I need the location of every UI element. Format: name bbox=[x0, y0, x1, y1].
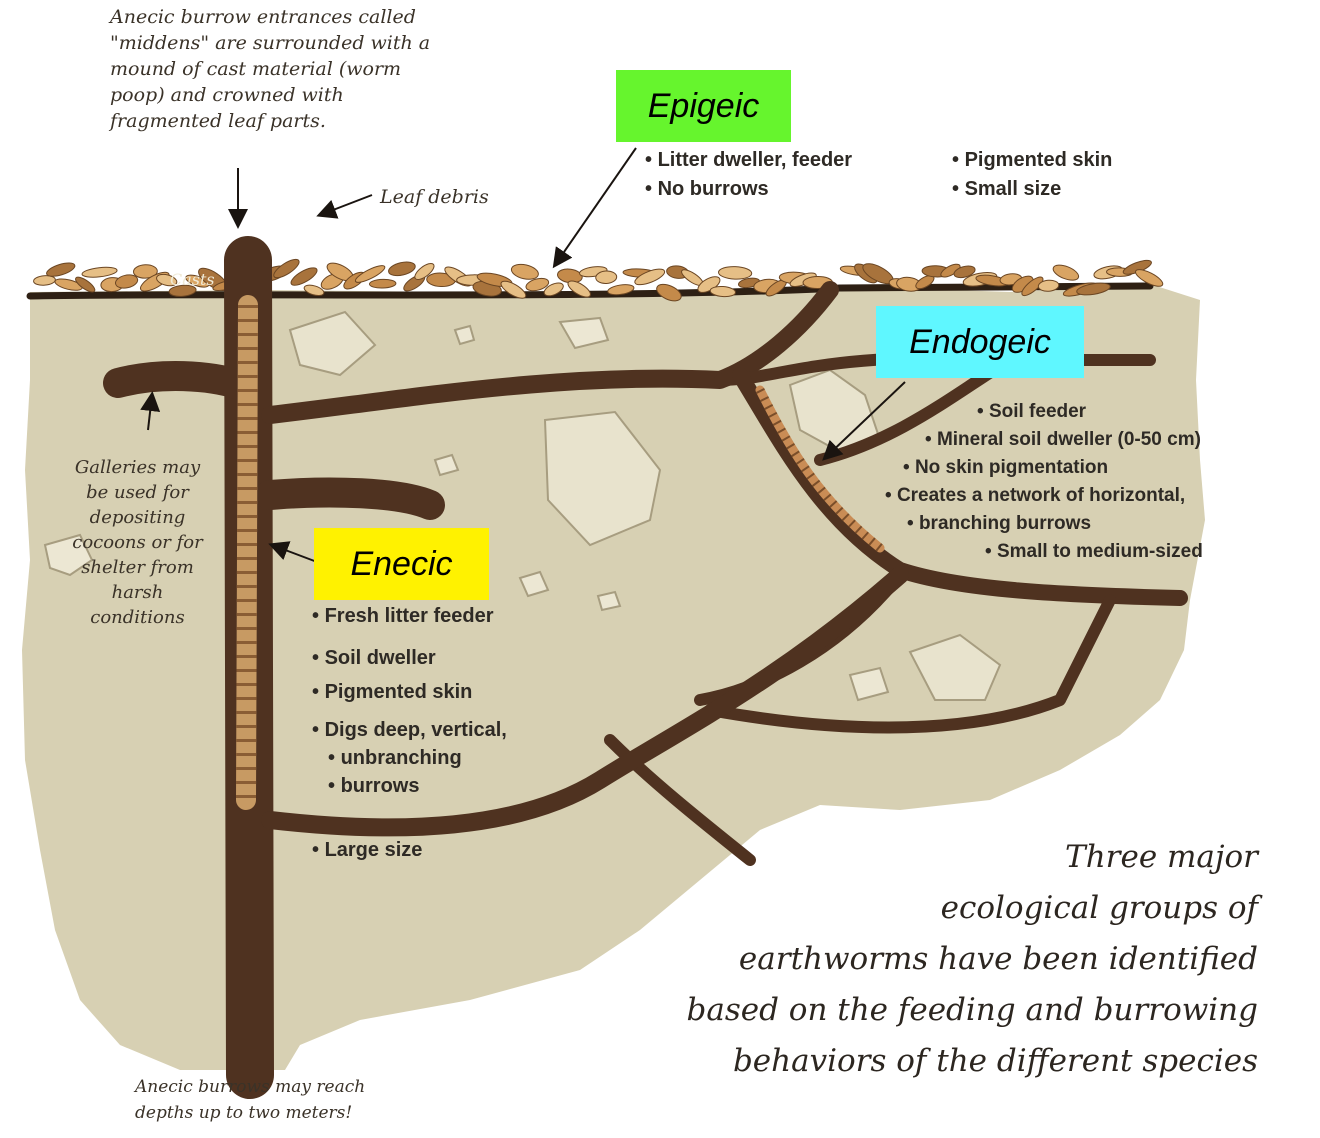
epigeic-traits-col1: Litter dweller, feeder No burrows bbox=[645, 146, 852, 204]
midden-line: "middens" are surrounded with a bbox=[110, 30, 530, 56]
leaf-fragment bbox=[718, 266, 752, 280]
anecic-trait-text: burrows bbox=[341, 775, 420, 797]
anecic-label: Enecic bbox=[314, 528, 489, 600]
depth-note: Anecic burrows may reach depths up to tw… bbox=[135, 1074, 365, 1126]
caption-line: Three major bbox=[687, 832, 1259, 883]
galleries-note: Galleries may be used for depositing coc… bbox=[40, 455, 235, 630]
endogeic-trait: Mineral soil dweller (0-50 cm) bbox=[885, 426, 1203, 454]
anecic-trait-text: unbranching bbox=[341, 747, 462, 769]
leaf-fragment bbox=[369, 279, 396, 288]
epigeic-trait: Pigmented skin bbox=[952, 146, 1112, 175]
galleries-line: cocoons or for bbox=[40, 530, 235, 555]
leaf-fragment bbox=[45, 260, 76, 279]
epigeic-label: Epigeic bbox=[616, 70, 791, 142]
leaf-fragment bbox=[1051, 262, 1080, 283]
midden-line: fragmented leaf parts. bbox=[110, 108, 530, 134]
leaf-fragment bbox=[387, 260, 416, 278]
midden-line: Anecic burrow entrances called bbox=[110, 4, 530, 30]
leaf-fragment bbox=[510, 262, 540, 282]
anecic-trait: Fresh litter feeder bbox=[312, 602, 507, 630]
anecic-traits: Fresh litter feeder Soil dweller Pigment… bbox=[312, 602, 507, 864]
depth-line: Anecic burrows may reach bbox=[135, 1074, 365, 1100]
galleries-line: harsh bbox=[40, 580, 235, 605]
anecic-trait: Soil dweller bbox=[312, 644, 507, 672]
midden-note: Anecic burrow entrances called "middens"… bbox=[110, 4, 530, 134]
midden-line: mound of cast material (worm bbox=[110, 56, 530, 82]
epigeic-trait: Litter dweller, feeder bbox=[645, 146, 852, 175]
caption-line: ecological groups of bbox=[687, 883, 1259, 934]
endogeic-trait: No skin pigmentation bbox=[885, 454, 1203, 482]
galleries-line: depositing bbox=[40, 505, 235, 530]
casts-label: Casts bbox=[170, 270, 215, 289]
leaf-debris-label: Leaf debris bbox=[380, 184, 489, 210]
endogeic-trait-text: branching burrows bbox=[919, 513, 1091, 534]
leaf-fragment bbox=[81, 266, 117, 279]
galleries-line: shelter from bbox=[40, 555, 235, 580]
endogeic-trait: Small to medium-sized bbox=[885, 538, 1203, 566]
galleries-line: Galleries may bbox=[40, 455, 235, 480]
caption-line: earthworms have been identified bbox=[687, 934, 1259, 985]
anecic-trait-continued: burrows bbox=[312, 772, 507, 800]
endogeic-label: Endogeic bbox=[876, 306, 1084, 378]
anecic-trait: Pigmented skin bbox=[312, 678, 507, 706]
depth-line: depths up to two meters! bbox=[135, 1100, 365, 1126]
caption-line: behaviors of the different species bbox=[687, 1036, 1259, 1087]
endogeic-trait: Creates a network of horizontal, bbox=[885, 482, 1203, 510]
galleries-line: conditions bbox=[40, 605, 235, 630]
epigeic-traits-col2: Pigmented skin Small size bbox=[952, 146, 1112, 204]
anecic-trait-continued: unbranching bbox=[312, 744, 507, 772]
endogeic-trait-continued: branching burrows bbox=[885, 510, 1203, 538]
anecic-trait: Large size bbox=[312, 836, 507, 864]
endogeic-trait: Soil feeder bbox=[885, 398, 1203, 426]
anecic-trait: Digs deep, vertical, bbox=[312, 716, 507, 744]
endogeic-traits: Soil feeder Mineral soil dweller (0-50 c… bbox=[885, 398, 1203, 566]
midden-line: poop) and crowned with bbox=[110, 82, 530, 108]
figure-caption: Three major ecological groups of earthwo… bbox=[687, 832, 1259, 1087]
caption-line: based on the feeding and burrowing bbox=[687, 985, 1259, 1036]
galleries-line: be used for bbox=[40, 480, 235, 505]
epigeic-trait: No burrows bbox=[645, 175, 852, 204]
epigeic-trait: Small size bbox=[952, 175, 1112, 204]
